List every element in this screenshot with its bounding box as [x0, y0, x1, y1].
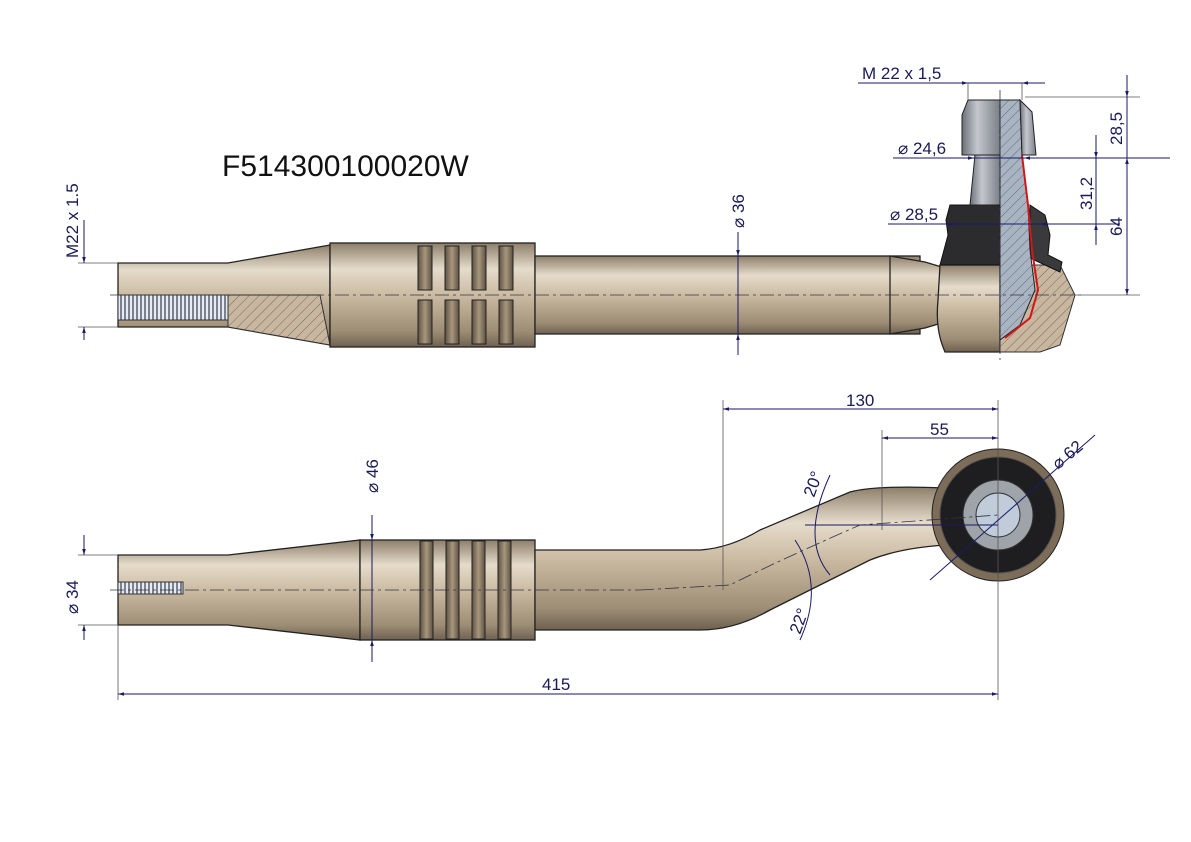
- dim-angle-lower: 22°: [786, 606, 813, 637]
- ball-housing: [936, 264, 1001, 353]
- dim-thread-left: M22 x 1.5: [63, 183, 82, 258]
- castle-nut-section: [1019, 98, 1037, 156]
- dim-eye-diameter: ⌀ 62: [1048, 437, 1086, 473]
- top-view: M22 x 1.5 ⌀ 36 M 22 x 1,5 ⌀ 24,6 ⌀ 28,5 …: [63, 64, 1170, 360]
- ball-stud: [969, 154, 1001, 206]
- internal-thread: [117, 294, 229, 321]
- rubber-boot: [939, 204, 1001, 266]
- dim-stud-thread: M 22 x 1,5: [862, 64, 941, 83]
- section-hatch: [227, 294, 331, 346]
- bottom-view: ⌀ 34 ⌀ 46 130 55 ⌀ 62 20° 22° 415: [63, 391, 1096, 700]
- angle-arc-lower: [794, 539, 812, 641]
- grip-grooves: [417, 245, 514, 345]
- dim-offset-55: 55: [930, 420, 949, 439]
- castle-nut: [961, 99, 1001, 156]
- rubber-boot-section: [1029, 204, 1063, 273]
- dim-stud-diameter-top: ⌀ 24,6: [898, 139, 946, 158]
- dim-height-nut: 28,5: [1107, 112, 1126, 145]
- internal-thread-bottom: [117, 581, 184, 595]
- angle-arc-upper: [814, 474, 831, 576]
- dim-grip-diameter: ⌀ 46: [363, 459, 382, 493]
- bent-centerline: [639, 514, 999, 591]
- dim-height-total: 64: [1107, 217, 1126, 236]
- dim-stud-diameter-boot: ⌀ 28,5: [890, 205, 938, 224]
- dim-shaft-diameter: ⌀ 36: [729, 194, 748, 228]
- seal-line: [1004, 154, 1040, 339]
- dim-end-diameter: ⌀ 34: [63, 580, 82, 614]
- dim-height-taper: 31,2: [1077, 177, 1096, 210]
- dim-angle-upper: 20°: [800, 469, 827, 500]
- dim-offset-130: 130: [846, 391, 874, 410]
- bent-shaft: [534, 486, 946, 631]
- part-number: F514300100020W: [222, 150, 470, 183]
- dim-overall-length: 415: [542, 675, 570, 694]
